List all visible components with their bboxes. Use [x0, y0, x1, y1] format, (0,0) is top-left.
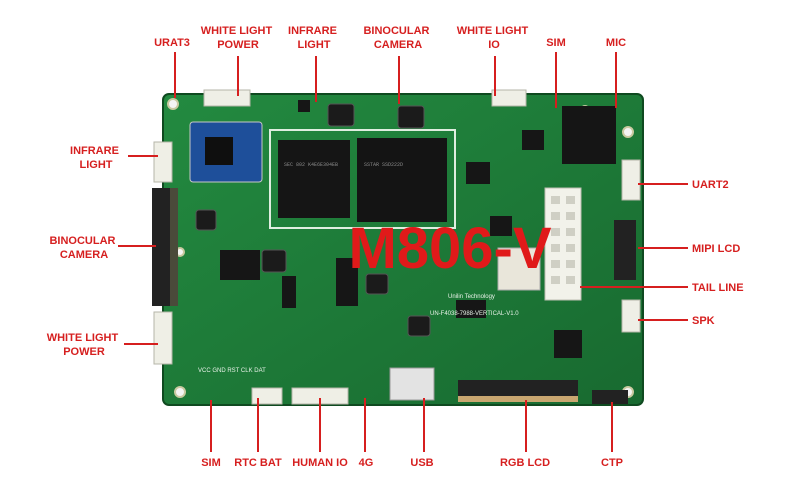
relay [497, 247, 541, 291]
rgb-fpc-connector [458, 380, 578, 398]
label-binocular-camera-left: BINOCULAR CAMERA [49, 235, 118, 261]
mipi-fpc-connector [614, 220, 636, 280]
label-infrare-light-left: INFRARE LIGHT [70, 145, 122, 171]
inductors [195, 103, 431, 337]
camera-fpc-connector [152, 188, 174, 306]
label-tail-line: TAIL LINE [692, 282, 744, 294]
label-human-io: HUMAN IO [292, 457, 348, 469]
brand-code: UN-F4038-7988-VERTICAL-V1.0 [430, 311, 519, 317]
label-4g: 4G [359, 457, 374, 469]
label-sim-bottom: SIM [201, 457, 221, 469]
label-rgb-lcd: RGB LCD [500, 457, 550, 469]
leader-lines [118, 52, 688, 452]
small-ics [220, 100, 582, 358]
board-title: M806-V [348, 216, 551, 281]
ram-chip-label: SEC 802 K4E6E304EB [284, 162, 338, 168]
label-binocular-camera-top: BINOCULAR CAMERA [363, 25, 432, 51]
core-area [269, 129, 456, 229]
label-urat3: URAT3 [154, 37, 190, 49]
brand-name: Unilin Technology [448, 294, 495, 300]
silk-pins: VCC GND RST CLK DAT [198, 368, 266, 374]
label-spk: SPK [692, 315, 715, 327]
label-mipi-lcd: MIPI LCD [692, 243, 740, 255]
label-white-light-power-top: WHITE LIGHT POWER [201, 25, 276, 51]
usb-port [389, 367, 435, 401]
label-white-light-power-left: WHITE LIGHT POWER [47, 332, 122, 358]
jst-connectors [153, 89, 641, 405]
label-usb: USB [410, 457, 433, 469]
label-infrare-light-top: INFRARE LIGHT [288, 25, 340, 51]
mic-ic [562, 106, 616, 164]
label-rtc-bat: RTC BAT [234, 457, 282, 469]
ctp-fpc-connector [592, 390, 628, 404]
label-ctp: CTP [601, 457, 623, 469]
label-sim-top: SIM [546, 37, 566, 49]
ram-chip [278, 140, 350, 218]
label-uart2: UART2 [692, 179, 729, 191]
soc-chip-label: SSTAR SSD222D [364, 162, 403, 168]
soc-chip [357, 138, 447, 222]
label-mic: MIC [606, 37, 626, 49]
label-white-light-io: WHITE LIGHT IO [457, 25, 532, 51]
